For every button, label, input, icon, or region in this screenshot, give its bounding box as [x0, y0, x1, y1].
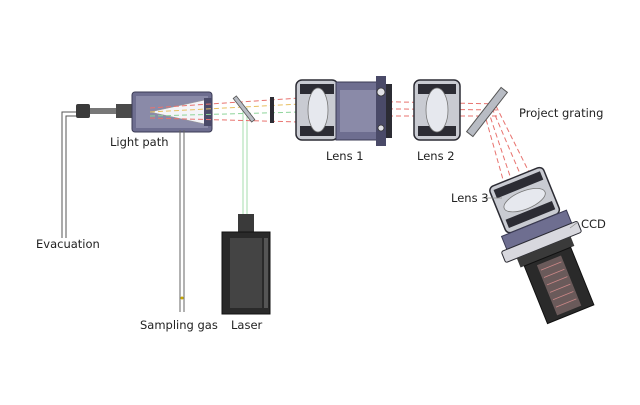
- lens1-assembly: [295, 76, 392, 146]
- leader-lines: [482, 197, 579, 229]
- lens2-assembly: [413, 79, 461, 141]
- label-light-path: Light path: [110, 135, 169, 149]
- label-project-grating: Project grating: [519, 106, 603, 120]
- label-ccd: CCD: [581, 217, 606, 231]
- laser-module: [221, 214, 271, 315]
- light-path-housing: [131, 91, 213, 133]
- label-laser: Laser: [231, 318, 263, 332]
- evacuation-tube: [61, 111, 80, 238]
- label-lens2: Lens 2: [417, 149, 455, 163]
- label-sampling-gas: Sampling gas: [140, 318, 218, 332]
- sampling-gas-tube: [179, 130, 185, 312]
- sampling-gas-marker: [180, 296, 184, 300]
- project-grating: [465, 86, 509, 138]
- tube-fitting: [76, 104, 132, 118]
- label-lens3: Lens 3: [451, 191, 489, 205]
- lens3-ccd-assembly: [489, 166, 595, 325]
- beam-splitter: [232, 95, 256, 123]
- label-evacuation: Evacuation: [36, 237, 100, 251]
- filter-plate: [270, 97, 274, 123]
- label-lens1: Lens 1: [326, 149, 364, 163]
- beam-diffracted: [483, 105, 557, 241]
- laser-beam: [242, 108, 248, 214]
